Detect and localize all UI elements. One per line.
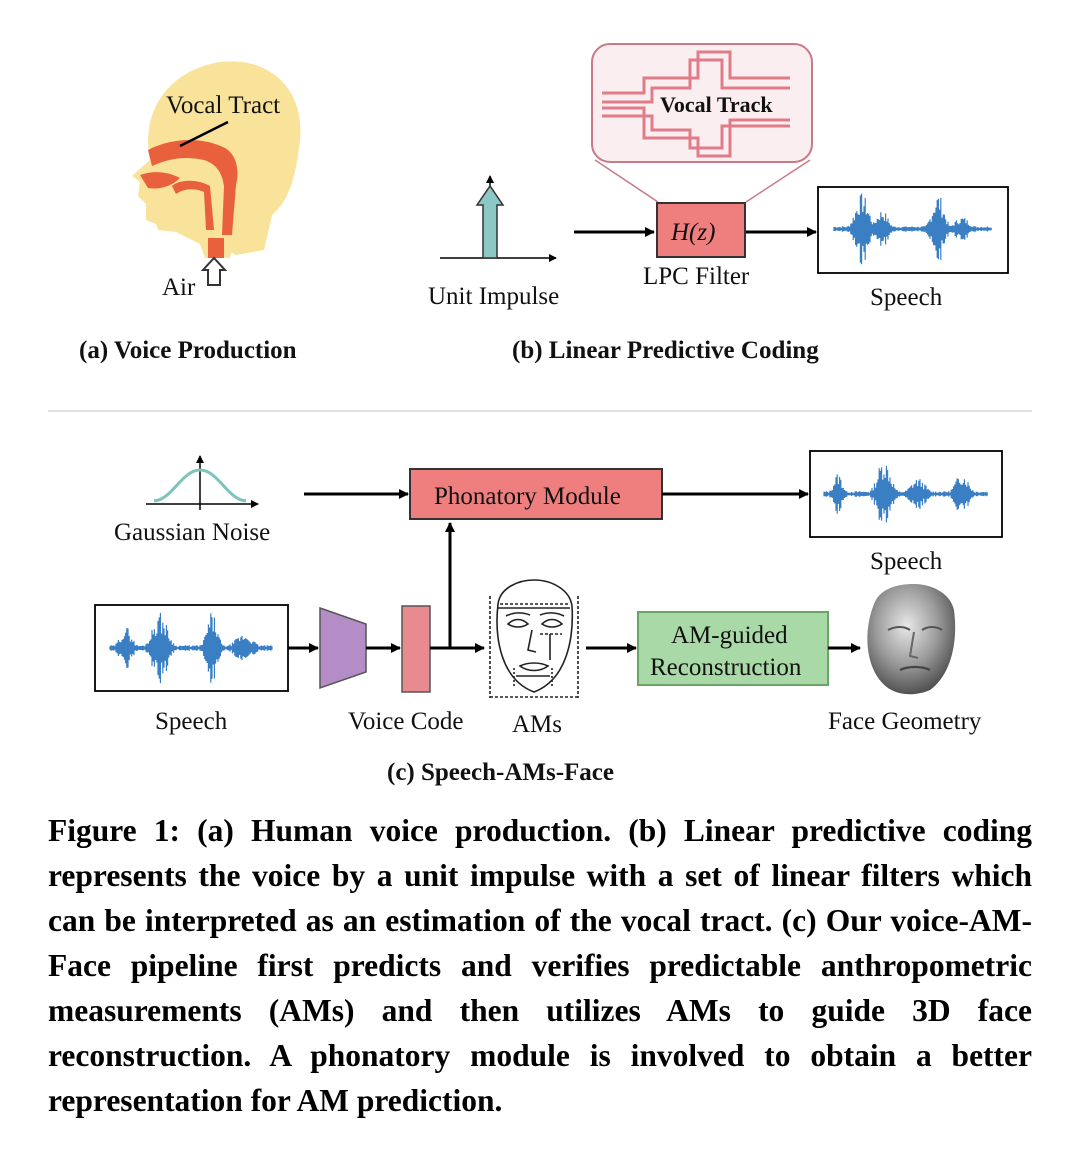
figure-caption: Figure 1: (a) Human voice production. (b… (48, 813, 1032, 1118)
speech-waveform-b (833, 193, 992, 265)
speech-waveform-c-out (823, 465, 988, 523)
vocal-track-zoom-box (591, 43, 813, 163)
panel-b: Unit Impulse Vocal Track H(z) LPC Filter… (428, 43, 1009, 364)
vocal-tract-pointer (179, 120, 229, 148)
lpc-filter-label: LPC Filter (643, 263, 750, 290)
lpc-filter-box (656, 202, 746, 258)
face-geometry-3d-icon (867, 584, 956, 695)
air-arrow-icon (200, 256, 228, 286)
panel-c-caption: (c) Speech-AMs-Face (387, 759, 614, 786)
vocal-track-label: Vocal Track (660, 92, 773, 117)
zoom-line-right (745, 159, 811, 203)
vocal-tract-label: Vocal Tract (166, 92, 280, 119)
recon-label-line1: AM-guided (671, 622, 788, 649)
voice-code-block (401, 605, 431, 693)
ams-label: AMs (512, 711, 562, 738)
zoom-line-left (594, 159, 659, 203)
speech-in-label: Speech (155, 708, 228, 735)
unit-impulse-arrow-icon (475, 184, 505, 259)
am-guided-reconstruction-box (637, 611, 829, 686)
voice-code-label: Voice Code (348, 708, 464, 735)
gaussian-curve (153, 468, 247, 503)
panel-c: Gaussian Noise Phonatory Module Speech S… (94, 450, 1003, 786)
face-geometry-label: Face Geometry (828, 708, 982, 735)
speech-label-b: Speech (870, 284, 943, 311)
air-label: Air (162, 274, 196, 301)
speech-out-label: Speech (870, 548, 943, 575)
ams-face-sketch-icon (489, 579, 579, 698)
unit-impulse-label: Unit Impulse (428, 283, 559, 310)
panel-a-caption: (a) Voice Production (79, 337, 297, 364)
vocal-tract-shape (140, 140, 238, 258)
gaussian-noise-label: Gaussian Noise (114, 519, 270, 546)
filter-symbol: H(z) (670, 219, 715, 246)
speech-waveform-c-in (109, 612, 273, 684)
panel-b-caption: (b) Linear Predictive Coding (512, 337, 819, 364)
vocal-track-tube (602, 50, 790, 158)
phonatory-module-label: Phonatory Module (434, 483, 621, 510)
code-to-phonatory-arrow (430, 522, 455, 650)
recon-label-line2: Reconstruction (650, 654, 802, 681)
panel-a: Vocal Tract Air (a) Voice Production (79, 61, 301, 364)
speech-encoder-trapezoid (319, 606, 367, 690)
